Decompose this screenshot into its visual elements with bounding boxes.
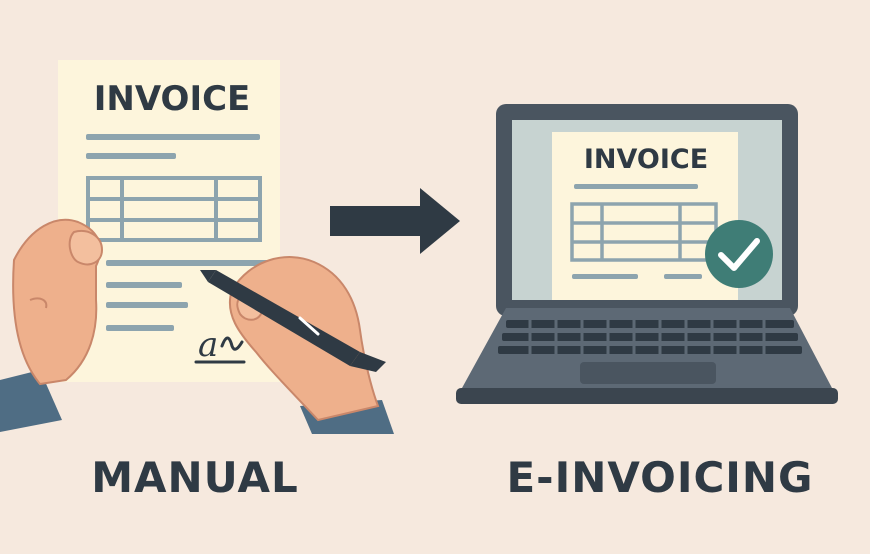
e-invoicing-caption: E-INVOICING <box>506 453 814 502</box>
screen-invoice <box>552 132 738 300</box>
paper-line <box>86 134 260 140</box>
manual-caption: MANUAL <box>91 453 299 502</box>
right-arrow-icon <box>330 188 460 254</box>
signature: a <box>194 325 246 365</box>
svg-text:a: a <box>198 325 218 365</box>
screen-line <box>664 274 702 279</box>
paper-line <box>106 282 182 288</box>
paper-line <box>86 153 176 159</box>
paper-line <box>106 302 188 308</box>
laptop-trackpad <box>580 362 716 384</box>
laptop-keyboard <box>498 320 802 354</box>
hand-holding-paper-icon <box>0 218 104 432</box>
pen-icon <box>200 270 386 372</box>
check-icon <box>705 220 773 288</box>
paper-invoice-title: INVOICE <box>94 79 251 119</box>
paper-line <box>106 260 272 266</box>
hand-with-pen-icon <box>200 256 394 434</box>
screen-line <box>572 274 638 279</box>
manual-scene: INVOICE a <box>0 60 394 434</box>
screen-line <box>574 184 698 189</box>
paper-table <box>86 176 262 242</box>
screen-invoice-title: INVOICE <box>584 144 708 175</box>
paper-line <box>106 325 174 331</box>
screen-invoice-content: INVOICE <box>570 144 718 279</box>
